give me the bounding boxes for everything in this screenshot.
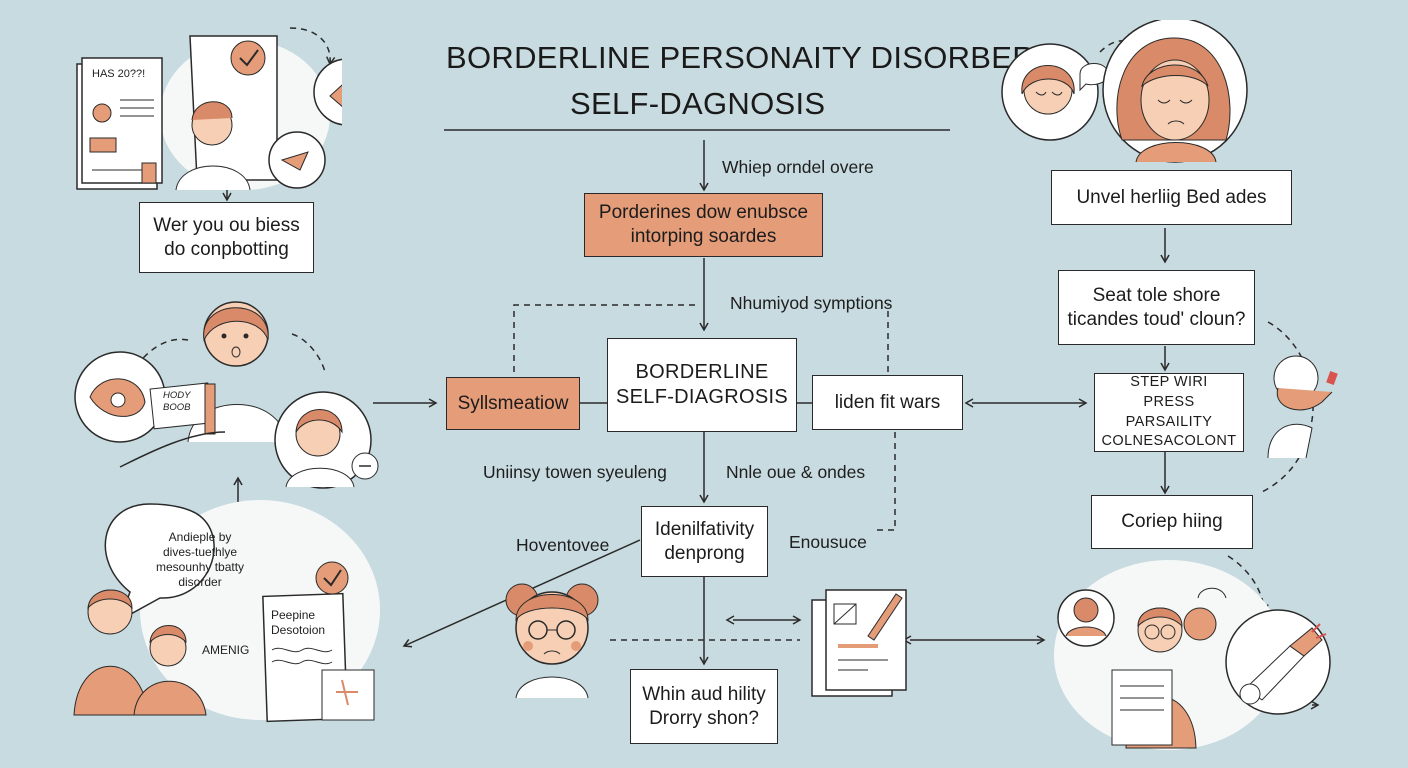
illustration-face-glasses — [505, 583, 599, 699]
node-bottom-question: Whin aud hility Drorry shon? — [630, 669, 778, 744]
illustration-group-hands — [1057, 587, 1331, 749]
dashed-right-down — [875, 432, 896, 531]
node-right-step: STEP WIRI PRESS PARSAILITY COLNESACOLONT — [1094, 373, 1244, 452]
dashed-person-left — [131, 338, 189, 373]
dashed-person-right — [291, 333, 326, 373]
label-symptoms: Nhumiyod symptions — [730, 293, 893, 313]
ameng-text: AMENIG — [202, 643, 250, 657]
doc-heading-text: HAS 20??! — [92, 68, 146, 80]
title-line-1: BORDERLINE PERSONAITY DISORBER — [446, 40, 1035, 75]
node-identity: Idenilfativity denprong — [641, 506, 768, 577]
illustration-document-pen — [811, 589, 907, 697]
dashed-left-loop — [513, 304, 697, 372]
sheet-title: Peepine Desotoion — [271, 608, 326, 637]
illustration-sad-women — [1001, 20, 1248, 163]
illustration-person-card — [74, 301, 379, 489]
node-right-question: Seat tole shore ticandes toud' cloun? — [1058, 270, 1255, 345]
node-center-main: BORDERLINE SELF-DIAGROSIS — [607, 338, 797, 432]
label-top-center: Whiep orndel overe — [722, 157, 874, 177]
node-top-center: Porderines dow enubsce intorping soardes — [584, 193, 823, 257]
illustration-couple-sheet — [73, 503, 375, 723]
illustration-documents-person — [76, 35, 342, 191]
bubble-text: Andieple by dives-tuethlye mesounhy tbat… — [156, 530, 245, 589]
card-text: HODY BOOB — [163, 390, 191, 413]
node-syllsmeatiow: Syllsmeatiow — [446, 377, 580, 430]
illustration-worried-person — [1267, 355, 1338, 459]
node-right-top: Unvel herliig Bed ades — [1051, 170, 1292, 225]
dashed-right-curve — [1261, 321, 1314, 493]
node-liden: liden fit wars — [812, 375, 963, 430]
node-right-bottom: Coriep hiing — [1091, 495, 1253, 549]
label-unhealthy: Uniinsy towen syeuleng — [483, 462, 667, 482]
label-enousuce: Enousuce — [789, 532, 867, 552]
label-nnle: Nnle oue & ondes — [726, 462, 866, 482]
dashed-tl-arrow — [289, 27, 336, 66]
title-line-2: SELF-DAGNOSIS — [570, 86, 826, 121]
label-hoventovee: Hoventovee — [516, 535, 610, 555]
dashed-right-bottom — [1227, 555, 1269, 614]
node-top-left-question: Wer you ou biess do conpbotting — [139, 202, 314, 273]
